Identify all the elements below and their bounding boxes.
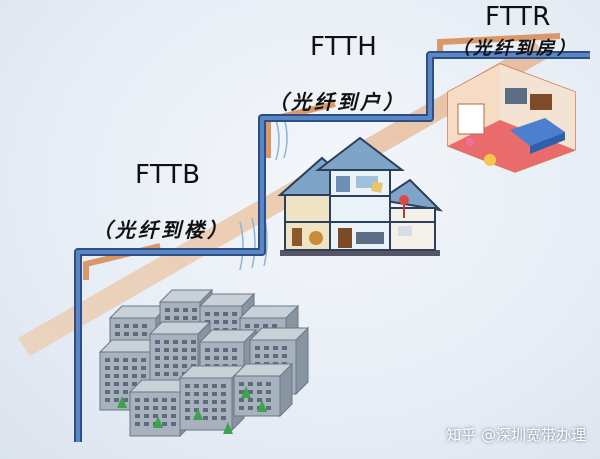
tier-sub-fttb: （光纤到楼） xyxy=(92,218,230,242)
tier-sub-ftth: （光纤到户） xyxy=(268,90,406,114)
tier-label-ftth: FTTH xyxy=(310,32,378,62)
building-cluster-illustration xyxy=(98,288,310,438)
house-cutaway-illustration xyxy=(239,117,443,271)
tier-label-fttr: FTTR xyxy=(485,2,551,32)
watermark-text: 知乎 @深圳宽带办理 xyxy=(446,426,586,444)
tier-label-fttb: FTTB xyxy=(135,160,201,190)
fiber-staircase-line xyxy=(74,51,590,442)
tier-sub-fttr: （光纤到房） xyxy=(452,38,578,59)
room-cutaway-illustration xyxy=(447,63,576,173)
